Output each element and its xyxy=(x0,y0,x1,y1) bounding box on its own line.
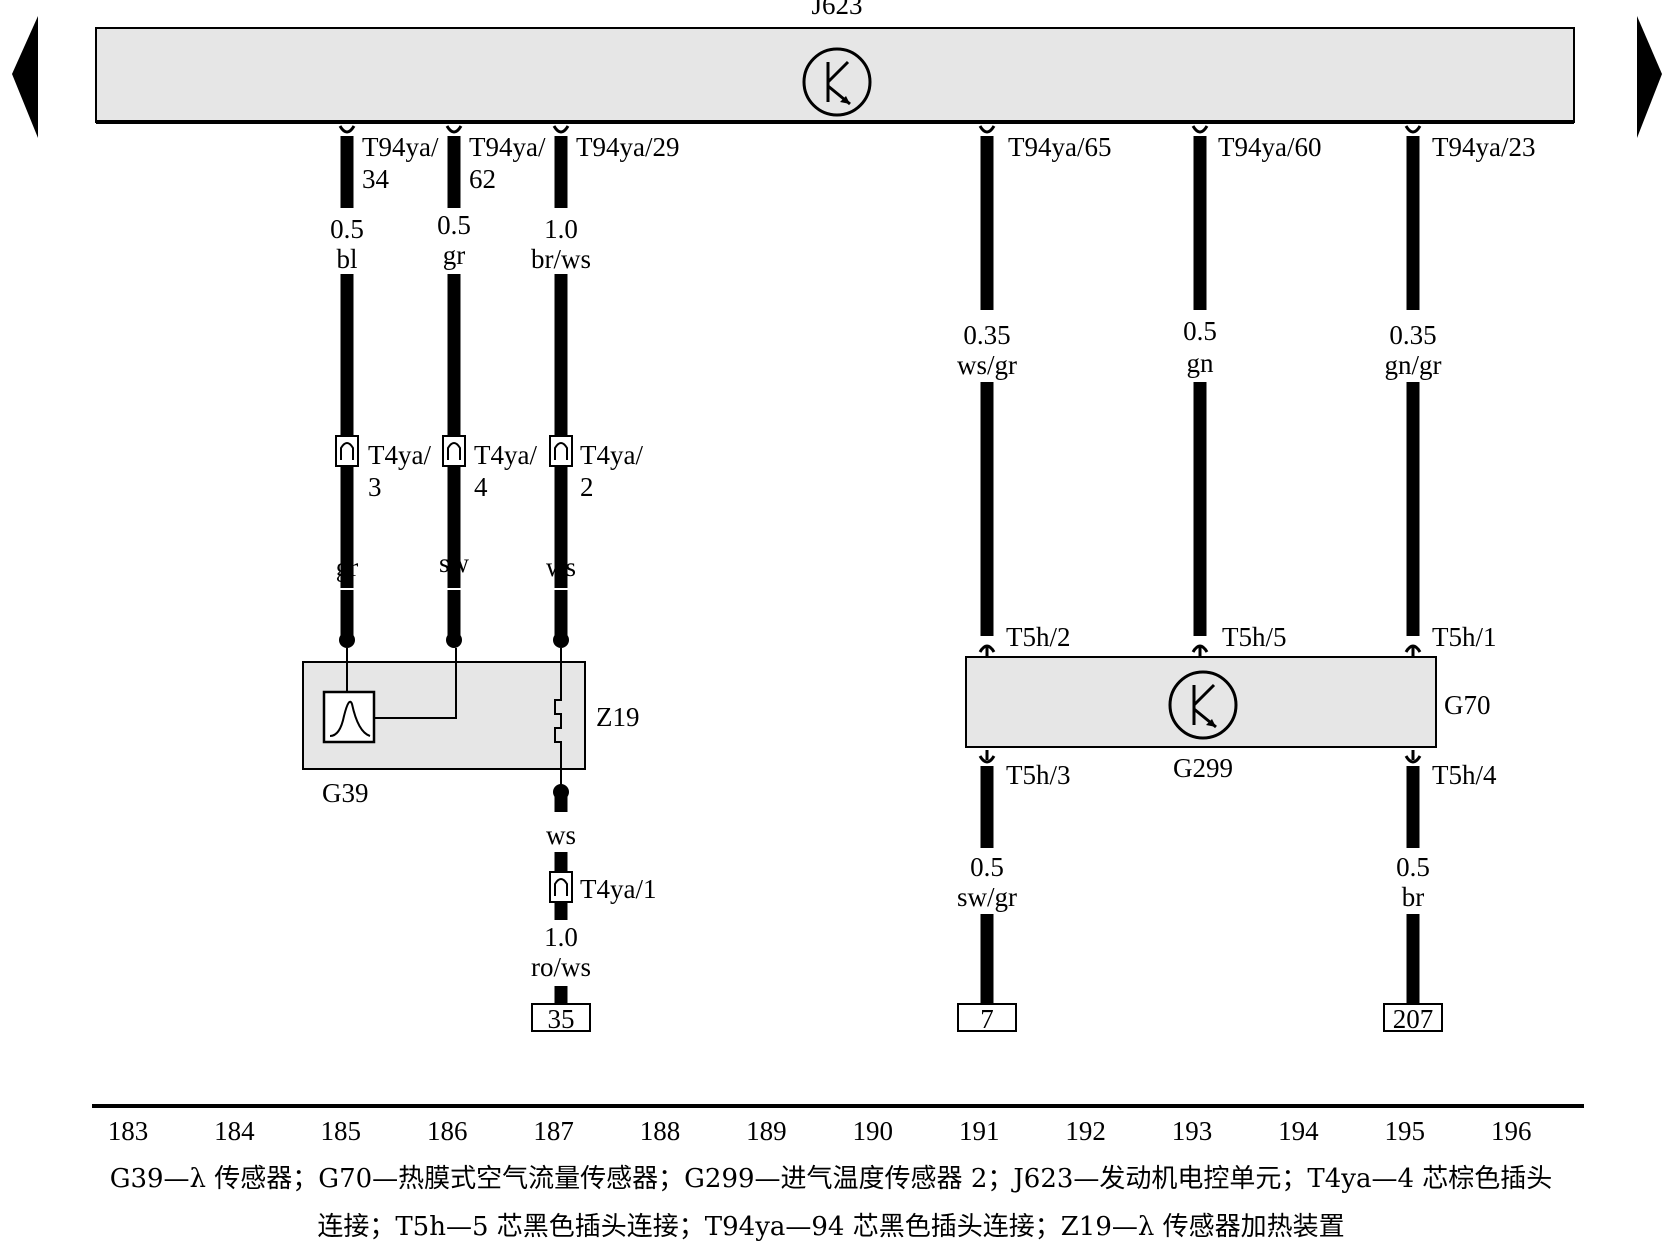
wire-color-34: bl xyxy=(336,244,357,274)
wire-t94ya-34 xyxy=(335,125,359,648)
plug-label-t1: T4ya/1 xyxy=(580,874,656,904)
wire-size-65: 0.35 xyxy=(963,320,1010,350)
plug-label-t4b: 4 xyxy=(474,472,488,502)
legend-caption: G39—λ 传感器；G70—热膜式空气流量传感器；G299—进气温度传感器 2；… xyxy=(0,1155,1662,1251)
pin-label-h2: T5h/2 xyxy=(1006,622,1071,652)
pin-label-h1: T5h/1 xyxy=(1432,622,1497,652)
connector-label-62b: 62 xyxy=(469,164,496,194)
plug-label-t2b: 2 xyxy=(580,472,594,502)
wire-t94ya-23 xyxy=(1404,125,1422,656)
grid-number-190: 190 xyxy=(853,1116,894,1146)
wire-lower-color-34: gr xyxy=(336,552,359,582)
wire-color-h3: sw/gr xyxy=(957,882,1017,912)
grid-number-187: 187 xyxy=(533,1116,574,1146)
connector-label-65: T94ya/65 xyxy=(1008,132,1111,162)
wire-color-62: gr xyxy=(443,240,466,270)
wiring-diagram: J623 T94ya/ 34 0.5 bl T4ya/ 3 gr T94ya/ … xyxy=(12,0,1662,1146)
component-label-g299: G299 xyxy=(1173,753,1233,783)
pin-label-h3: T5h/3 xyxy=(1006,760,1071,790)
wire-t5h-4 xyxy=(1404,750,1422,1004)
grid-number-184: 184 xyxy=(214,1116,255,1146)
wire-upper-color-heater: ws xyxy=(546,820,576,850)
component-label-z19: Z19 xyxy=(596,702,640,732)
wire-color-60: gn xyxy=(1187,348,1215,378)
legend-line-2: 连接；T5h—5 芯黑色插头连接；T94ya—94 芯黑色插头连接；Z19—λ … xyxy=(317,1212,1345,1242)
wire-color-23: gn/gr xyxy=(1385,350,1442,380)
wire-t5h-3 xyxy=(978,750,996,1004)
g70-sensor-box xyxy=(965,656,1437,748)
heater-element-icon xyxy=(554,648,562,790)
plug-label-t4a: T4ya/ xyxy=(474,440,537,470)
connector-label-62a: T94ya/ xyxy=(469,132,546,162)
connector-label-34b: 34 xyxy=(362,164,390,194)
grid-number-191: 191 xyxy=(959,1116,1000,1146)
connector-label-34a: T94ya/ xyxy=(362,132,439,162)
grid-number-189: 189 xyxy=(746,1116,787,1146)
ref-box-7[interactable] xyxy=(957,1003,1017,1032)
wire-lower-color-62: sw xyxy=(439,548,470,578)
plug-label-t3a: T4ya/ xyxy=(368,440,431,470)
wire-color-h4: br xyxy=(1402,882,1425,912)
prev-page-arrow-icon[interactable] xyxy=(12,16,38,138)
grid-number-row: 183 184 185 186 187 188 189 190 191 192 193 194 195 1… xyxy=(108,1116,1532,1146)
pin-label-h4: T5h/4 xyxy=(1432,760,1497,790)
wire-color-heater: ro/ws xyxy=(531,952,591,982)
ref-label-207: 207 xyxy=(1393,1004,1434,1034)
wire-color-65: ws/gr xyxy=(957,350,1017,380)
grid-number-194: 194 xyxy=(1278,1116,1319,1146)
wire-heater-out xyxy=(549,784,573,1004)
component-label-g70: G70 xyxy=(1444,690,1491,720)
legend-line-1: G39—λ 传感器；G70—热膜式空气流量传感器；G299—进气温度传感器 2；… xyxy=(109,1164,1553,1194)
ref-label-7: 7 xyxy=(980,1004,994,1034)
grid-number-195: 195 xyxy=(1385,1116,1426,1146)
wire-size-23: 0.35 xyxy=(1389,320,1436,350)
grid-number-183: 183 xyxy=(108,1116,149,1146)
ref-box-35[interactable] xyxy=(531,1003,591,1032)
g299-transistor-icon xyxy=(1168,670,1238,740)
j623-transistor-icon xyxy=(802,47,872,117)
wire-size-h4: 0.5 xyxy=(1396,852,1430,882)
pin-label-h5: T5h/5 xyxy=(1222,622,1287,652)
wire-t94ya-65 xyxy=(978,125,996,656)
connector-label-29: T94ya/29 xyxy=(576,132,679,162)
wire-size-60: 0.5 xyxy=(1183,316,1217,346)
plug-label-t3b: 3 xyxy=(368,472,382,502)
wire-size-62: 0.5 xyxy=(437,210,471,240)
grid-number-192: 192 xyxy=(1065,1116,1106,1146)
connector-label-60: T94ya/60 xyxy=(1218,132,1321,162)
ref-label-35: 35 xyxy=(548,1004,575,1034)
wire-size-34: 0.5 xyxy=(330,214,364,244)
plug-label-t2a: T4ya/ xyxy=(580,440,643,470)
wire-size-29: 1.0 xyxy=(544,214,578,244)
wire-color-29: br/ws xyxy=(531,244,591,274)
grid-number-188: 188 xyxy=(640,1116,681,1146)
ref-box-207[interactable] xyxy=(1383,1003,1443,1032)
wire-size-h3: 0.5 xyxy=(970,852,1004,882)
grid-number-186: 186 xyxy=(427,1116,468,1146)
wire-lower-color-29: ws xyxy=(546,552,576,582)
j623-title: J623 xyxy=(811,0,862,20)
connector-label-23: T94ya/23 xyxy=(1432,132,1535,162)
grid-number-196: 196 xyxy=(1491,1116,1532,1146)
grid-number-185: 185 xyxy=(321,1116,362,1146)
component-label-g39: G39 xyxy=(322,778,369,808)
wire-t94ya-62 xyxy=(442,125,466,648)
lambda-sensor-icon xyxy=(322,690,376,744)
grid-number-193: 193 xyxy=(1172,1116,1213,1146)
wire-t94ya-60 xyxy=(1191,125,1209,656)
wire-t94ya-29 xyxy=(549,125,573,648)
next-page-arrow-icon[interactable] xyxy=(1637,16,1662,138)
wire-size-heater: 1.0 xyxy=(544,922,578,952)
